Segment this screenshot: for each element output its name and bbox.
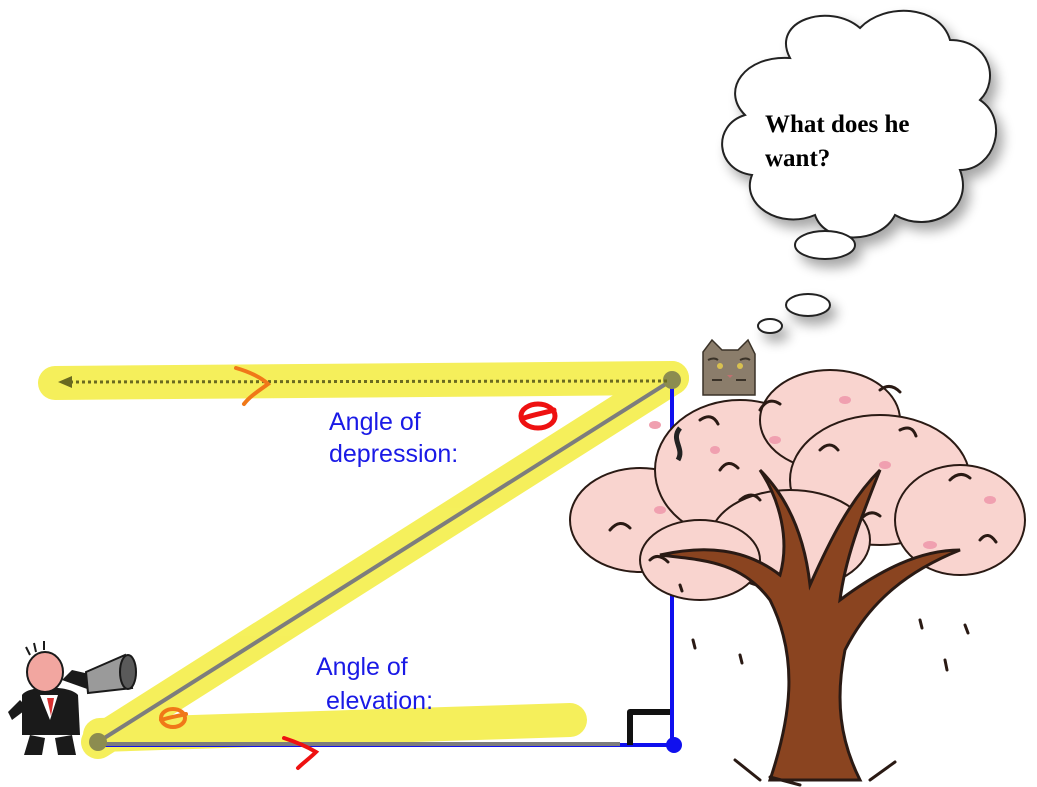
observer-point [89,733,107,751]
line-of-sight [96,378,674,744]
right-angle-marker-icon [627,709,670,745]
cat-point [663,371,681,389]
thought-bubble-text: What does he want? [765,108,965,176]
sight-lines [96,378,674,746]
highlight-horizontal-top [38,361,689,400]
blossom-tree-icon [569,369,1026,787]
arrowhead-left-icon [58,376,72,388]
man-with-megaphone-icon [8,641,137,755]
elevation-label-line2: elevation: [326,687,434,715]
theta-mark-elevation-icon [159,707,188,729]
thought-cloud-icon [721,9,997,334]
right-angle-vertex [666,737,682,753]
depression-label-line1: Angle of [329,408,421,436]
thought-line1: What does he [765,111,910,138]
parallel-arrow-top-icon [234,366,272,406]
horizontal-dotted-line [58,376,669,388]
parallel-arrow-bottom-icon [282,736,320,770]
thought-line2: want? [765,145,831,172]
cat-tail [673,426,683,462]
elevation-label-line1: Angle of [316,653,408,681]
cat-icon [702,338,756,396]
theta-mark-icon [518,401,558,431]
depression-label-line2: depression: [329,440,459,468]
highlight-bottom [83,703,587,752]
